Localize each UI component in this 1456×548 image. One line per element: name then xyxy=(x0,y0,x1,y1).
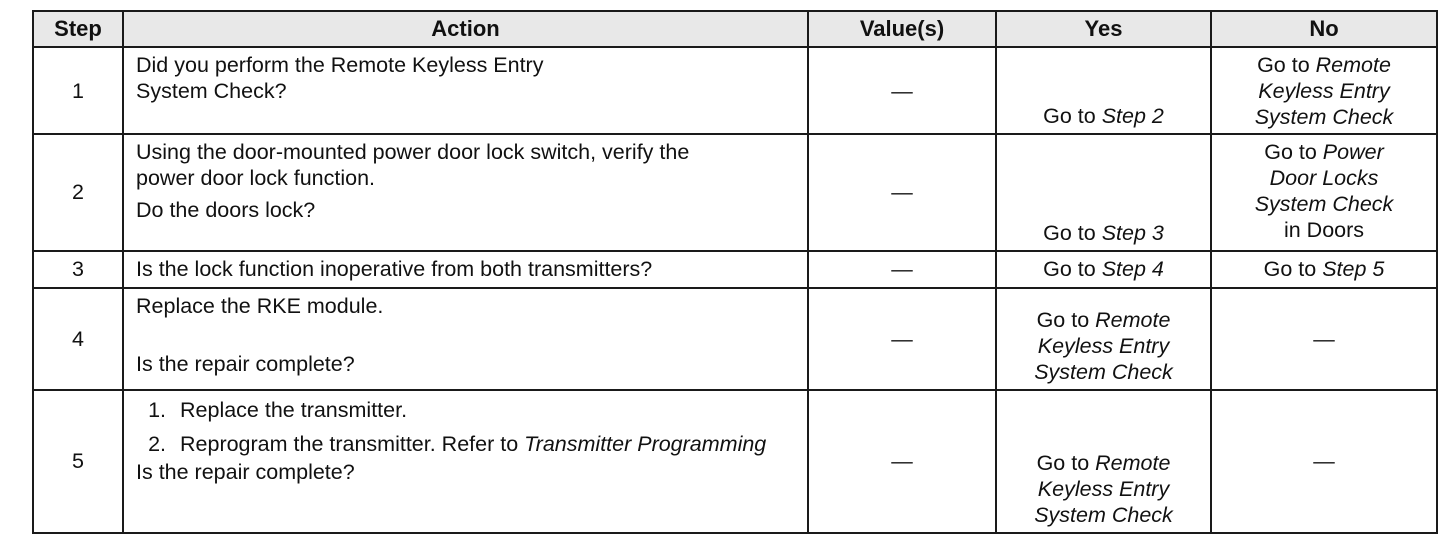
action-cell: Replace the RKE module. Is the repair co… xyxy=(122,286,809,391)
yes-cell: Go to Remote Keyless Entry System Check xyxy=(995,388,1212,535)
value-cell: — xyxy=(807,133,997,252)
table-row: 5 Replace the transmitter. Reprogram the… xyxy=(32,388,1438,535)
yes-step-link[interactable]: Step 3 xyxy=(1101,220,1164,245)
no-prefix: Go to xyxy=(1263,257,1323,282)
no-ref-line[interactable]: System Check xyxy=(1254,105,1394,129)
yes-ref-line[interactable]: System Check xyxy=(1034,503,1173,527)
no-ref-line[interactable]: Keyless Entry xyxy=(1258,79,1390,103)
yes-ref-line[interactable]: System Check xyxy=(1034,359,1173,384)
action-question: Is the repair complete? xyxy=(136,351,355,376)
action-question: Is the lock function inoperative from bo… xyxy=(136,257,653,282)
action-text: power door lock function. xyxy=(136,166,376,191)
action-text: Replace the RKE module. xyxy=(136,293,384,318)
action-list-item: Reprogram the transmitter. Refer to Tran… xyxy=(172,431,797,457)
no-ref-line[interactable]: System Check xyxy=(1254,192,1394,217)
table-row: 1 Did you perform the Remote Keyless Ent… xyxy=(32,45,1438,136)
yes-cell: Go to Step 3 xyxy=(995,133,1212,252)
yes-prefix: Go to xyxy=(1043,104,1102,129)
table-row: 3 Is the lock function inoperative from … xyxy=(32,249,1438,289)
yes-cell: Go to Remote Keyless Entry System Check xyxy=(995,286,1212,391)
step-number: 4 xyxy=(32,286,124,391)
yes-ref-line[interactable]: Remote xyxy=(1095,307,1171,332)
header-step: Step xyxy=(32,10,124,48)
yes-ref-line[interactable]: Keyless Entry xyxy=(1037,477,1170,501)
action-text: System Check? xyxy=(136,79,287,103)
yes-prefix: Go to xyxy=(1043,220,1102,245)
value-cell: — xyxy=(807,388,997,535)
value-cell: — xyxy=(807,286,997,391)
no-cell: Go to Remote Keyless Entry System Check xyxy=(1210,45,1438,136)
action-cell: Did you perform the Remote Keyless Entry… xyxy=(122,45,809,136)
step-number: 5 xyxy=(32,388,124,535)
action-question: Is the repair complete? xyxy=(136,459,355,484)
yes-prefix: Go to xyxy=(1043,257,1102,282)
transmitter-programming-link[interactable]: Transmitter Programming xyxy=(524,431,767,456)
action-cell: Replace the transmitter. Reprogram the t… xyxy=(122,388,809,535)
yes-prefix: Go to xyxy=(1036,451,1096,475)
action-text: Using the door-mounted power door lock s… xyxy=(136,140,690,165)
table-header-row: Step Action Value(s) Yes No xyxy=(32,10,1438,48)
action-cell: Is the lock function inoperative from bo… xyxy=(122,249,809,289)
no-suffix: in Doors xyxy=(1283,218,1365,243)
yes-step-link[interactable]: Step 2 xyxy=(1101,104,1164,129)
step-number: 1 xyxy=(32,45,124,136)
action-text: Did you perform the Remote Keyless Entry xyxy=(136,53,544,77)
no-ref-line[interactable]: Remote xyxy=(1315,53,1391,77)
diagnostic-table: Step Action Value(s) Yes No 1 Did you pe… xyxy=(32,10,1438,535)
no-cell: Go to Power Door Locks System Check in D… xyxy=(1210,133,1438,252)
no-cell: — xyxy=(1210,388,1438,535)
value-cell: — xyxy=(807,249,997,289)
no-prefix: Go to xyxy=(1257,53,1316,77)
no-ref-line[interactable]: Power xyxy=(1322,140,1384,165)
step-number: 3 xyxy=(32,249,124,289)
action-list-item-text: Reprogram the transmitter. Refer to xyxy=(180,431,525,456)
action-steps-list: Replace the transmitter. Reprogram the t… xyxy=(136,397,797,457)
no-prefix: Go to xyxy=(1264,140,1323,165)
header-no: No xyxy=(1210,10,1438,48)
step-number: 2 xyxy=(32,133,124,252)
action-question: Do the doors lock? xyxy=(136,198,316,223)
header-values: Value(s) xyxy=(807,10,997,48)
yes-ref-line[interactable]: Remote xyxy=(1095,451,1171,475)
action-list-item: Replace the transmitter. xyxy=(172,397,797,423)
no-cell: Go to Step 5 xyxy=(1210,249,1438,289)
no-step-link[interactable]: Step 5 xyxy=(1322,257,1385,282)
value-cell: — xyxy=(807,45,997,136)
header-action: Action xyxy=(122,10,809,48)
header-yes: Yes xyxy=(995,10,1212,48)
yes-ref-line[interactable]: Keyless Entry xyxy=(1037,333,1170,358)
action-cell: Using the door-mounted power door lock s… xyxy=(122,133,809,252)
table-row: 4 Replace the RKE module. Is the repair … xyxy=(32,286,1438,391)
table-row: 2 Using the door-mounted power door lock… xyxy=(32,133,1438,252)
yes-cell: Go to Step 4 xyxy=(995,249,1212,289)
yes-cell: Go to Step 2 xyxy=(995,45,1212,136)
yes-step-link[interactable]: Step 4 xyxy=(1101,257,1164,282)
no-cell: — xyxy=(1210,286,1438,391)
no-ref-line[interactable]: Door Locks xyxy=(1269,166,1379,191)
yes-prefix: Go to xyxy=(1036,307,1096,332)
